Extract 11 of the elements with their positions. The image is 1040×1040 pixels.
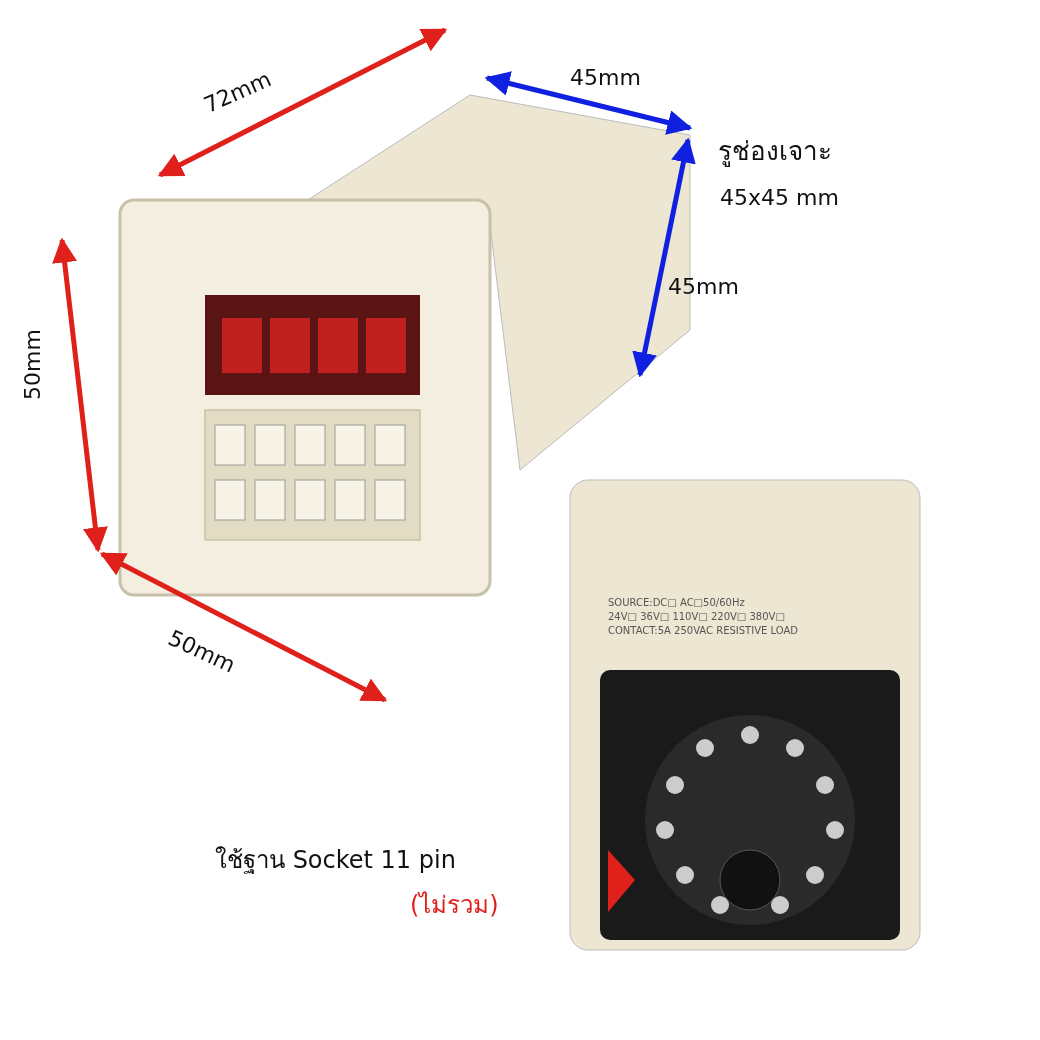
dimension-label: 72mm	[200, 66, 275, 118]
socket-note: ใช้ฐาน Socket 11 pin	[215, 845, 456, 876]
rating-text: SOURCE:DC□ AC□50/60Hz	[608, 597, 745, 608]
dimension-label: 45mm	[570, 65, 641, 90]
dimension-label: 50mm	[20, 329, 45, 400]
cutout-label: รูช่องเจาะ	[718, 135, 832, 169]
cutout-size-label: 45x45 mm	[720, 185, 839, 210]
socket-note: (ไม่รวม)	[410, 890, 499, 921]
dimension-label: 45mm	[668, 274, 739, 299]
rating-text: CONTACT:5A 250VAC RESISTIVE LOAD	[608, 625, 798, 636]
rating-text: 24V□ 36V□ 110V□ 220V□ 380V□	[608, 611, 785, 622]
